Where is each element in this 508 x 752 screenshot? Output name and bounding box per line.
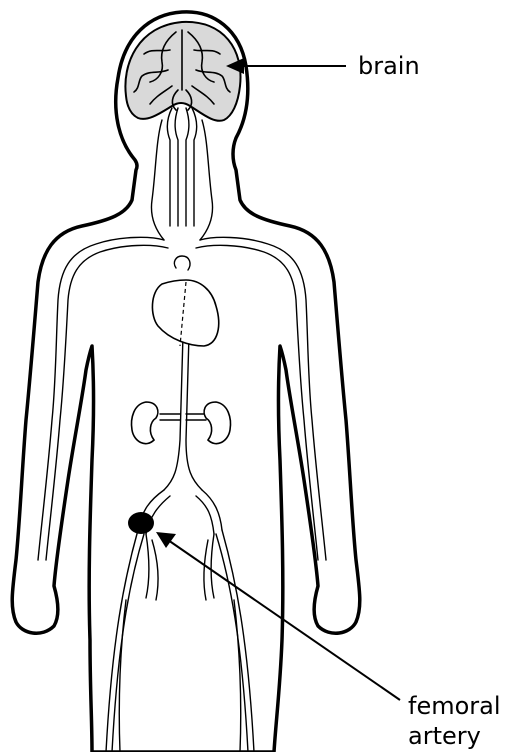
femoral-artery-marker (128, 512, 154, 534)
femoral-artery-label-line1: femoral (408, 692, 501, 720)
brain-label: brain (358, 52, 420, 80)
femoral-artery-label-line2: artery (408, 722, 481, 750)
body-outline (12, 12, 360, 752)
